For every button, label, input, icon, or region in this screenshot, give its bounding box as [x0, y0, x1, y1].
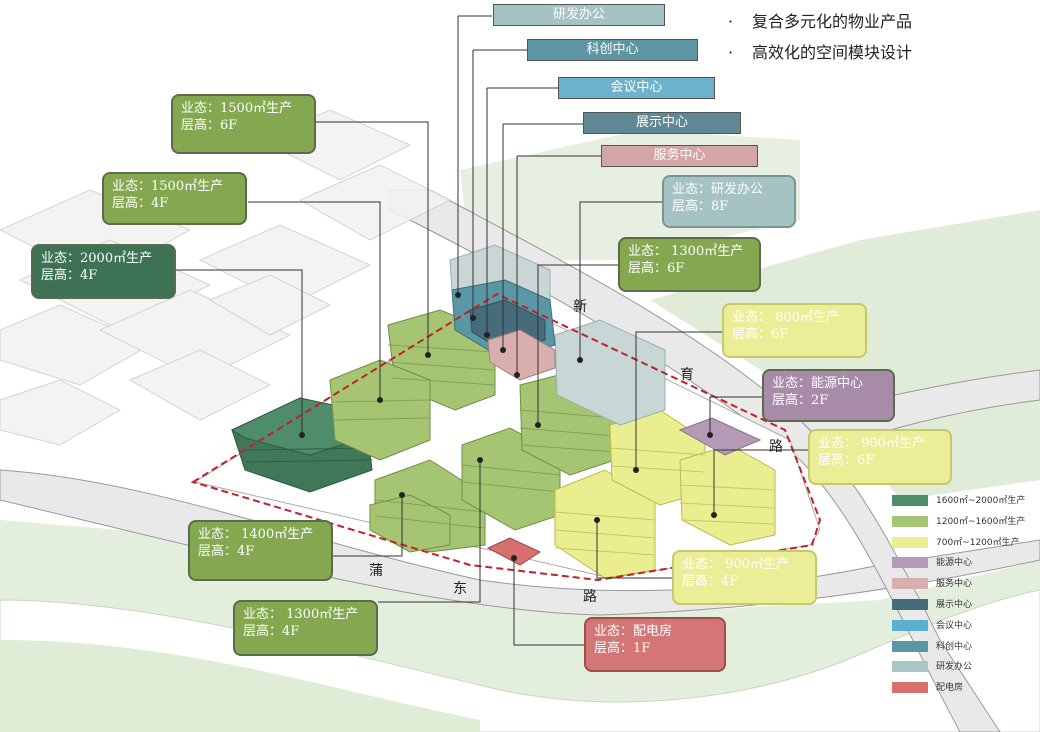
bullet-dot-icon: · [728, 12, 734, 31]
bullet-item: · 高效化的空间模块设计 [728, 39, 912, 63]
tag-floors: 层高：4F [243, 624, 300, 639]
legend-swatch [892, 661, 928, 673]
tag-floors: 层高：4F [682, 574, 739, 589]
legend-item: 研发办公 [892, 658, 1032, 679]
legend: 1600㎡~2000㎡生产 1200㎡~1600㎡生产 700㎡~1200㎡生产… [892, 492, 1032, 700]
legend-label: 会议中心 [936, 620, 973, 631]
legend-item: 科创中心 [892, 638, 1032, 659]
legend-item: 能源中心 [892, 554, 1032, 575]
legend-swatch [892, 515, 928, 527]
legend-label: 能源中心 [936, 558, 973, 569]
road-name-char: 蒲 [369, 563, 383, 579]
tag-use: 业态： 1400㎡生产 [198, 527, 314, 542]
legend-label: 1600㎡~2000㎡生产 [936, 496, 1026, 506]
legend-label: 1200㎡~1600㎡生产 [936, 516, 1026, 527]
road-name-char: 路 [769, 439, 783, 455]
legend-swatch [892, 557, 928, 569]
tag-floors: 层高：6F [628, 261, 685, 276]
tag-floors: 层高：6F [818, 453, 875, 468]
tag-use: 业态： 800㎡生产 [732, 310, 839, 325]
tag-floors: 层高：6F [732, 327, 789, 342]
info-tag: 业态：配电房层高：1F [584, 617, 726, 672]
tag-use: 业态：研发办公 [672, 182, 764, 197]
function-label-service-center: 服务中心 [601, 145, 758, 167]
legend-label: 科创中心 [936, 641, 973, 652]
bullet-text: 复合多元化的物业产品 [752, 12, 913, 31]
function-label-innovation-center: 科创中心 [527, 39, 698, 61]
bullet-text: 高效化的空间模块设计 [752, 43, 913, 62]
tag-floors: 层高：6F [181, 118, 238, 133]
road-name-char: 育 [680, 367, 694, 383]
tag-floors: 层高：4F [41, 268, 98, 283]
tag-use: 业态：配电房 [594, 624, 673, 639]
legend-swatch [892, 598, 928, 610]
legend-swatch [892, 640, 928, 652]
info-tag: 业态： 900㎡生产层高：4F [672, 550, 817, 605]
info-tag: 业态： 800㎡生产层高：6F [722, 303, 867, 358]
tag-floors: 层高：4F [198, 544, 255, 559]
info-tag: 业态：研发办公层高：8F [662, 175, 796, 228]
legend-label: 服务中心 [936, 579, 973, 590]
road-name-char: 路 [583, 589, 597, 605]
tag-use: 业态： 1300㎡生产 [243, 607, 359, 622]
legend-swatch [892, 495, 928, 506]
info-tag: 业态：能源中心层高：2F [762, 369, 895, 422]
tag-use: 业态： 900㎡生产 [818, 436, 925, 451]
legend-label: 展示中心 [936, 599, 973, 610]
legend-item: 会议中心 [892, 617, 1032, 638]
legend-swatch [892, 578, 928, 590]
tag-floors: 层高：2F [772, 393, 829, 408]
legend-swatch [892, 682, 928, 694]
legend-label: 配电房 [936, 683, 964, 694]
info-tag: 业态： 1300㎡生产层高：6F [618, 237, 761, 292]
road-name-char: 东 [453, 581, 467, 597]
legend-swatch [892, 619, 928, 631]
legend-label: 700㎡~1200㎡生产 [936, 537, 1020, 548]
legend-swatch [892, 536, 928, 548]
tag-floors: 层高：4F [112, 196, 169, 211]
function-label-research-office: 研发办公 [493, 4, 665, 26]
tag-use: 业态：2000㎡生产 [41, 251, 153, 266]
legend-item: 1600㎡~2000㎡生产 [892, 492, 1032, 513]
tag-use: 业态：1500㎡生产 [181, 101, 293, 116]
bullet-dot-icon: · [728, 43, 734, 62]
tag-use: 业态：1500㎡生产 [112, 179, 224, 194]
info-tag: 业态： 900㎡生产层高：6F [808, 429, 952, 485]
function-label-exhibition-center: 展示中心 [583, 112, 741, 134]
info-tag: 业态：1500㎡生产层高：6F [171, 94, 316, 154]
road-name-char: 新 [573, 299, 587, 315]
info-tag: 业态： 1400㎡生产层高：4F [188, 520, 333, 581]
tag-use: 业态： 900㎡生产 [682, 557, 789, 572]
legend-label: 研发办公 [936, 662, 973, 673]
tag-floors: 层高：8F [672, 199, 729, 214]
tag-use: 业态：能源中心 [772, 376, 864, 391]
legend-item: 展示中心 [892, 596, 1032, 617]
info-tag: 业态：1500㎡生产层高：4F [102, 172, 247, 225]
info-tag: 业态：2000㎡生产层高：4F [31, 244, 176, 299]
legend-item: 服务中心 [892, 575, 1032, 596]
info-tag: 业态： 1300㎡生产层高：4F [233, 600, 378, 656]
tag-use: 业态： 1300㎡生产 [628, 244, 744, 259]
legend-item: 配电房 [892, 679, 1032, 700]
legend-item: 1200㎡~1600㎡生产 [892, 513, 1032, 534]
tag-floors: 层高：1F [594, 641, 651, 656]
legend-item: 700㎡~1200㎡生产 [892, 534, 1032, 555]
bullet-item: · 复合多元化的物业产品 [728, 8, 912, 32]
function-label-conference-center: 会议中心 [558, 77, 715, 99]
